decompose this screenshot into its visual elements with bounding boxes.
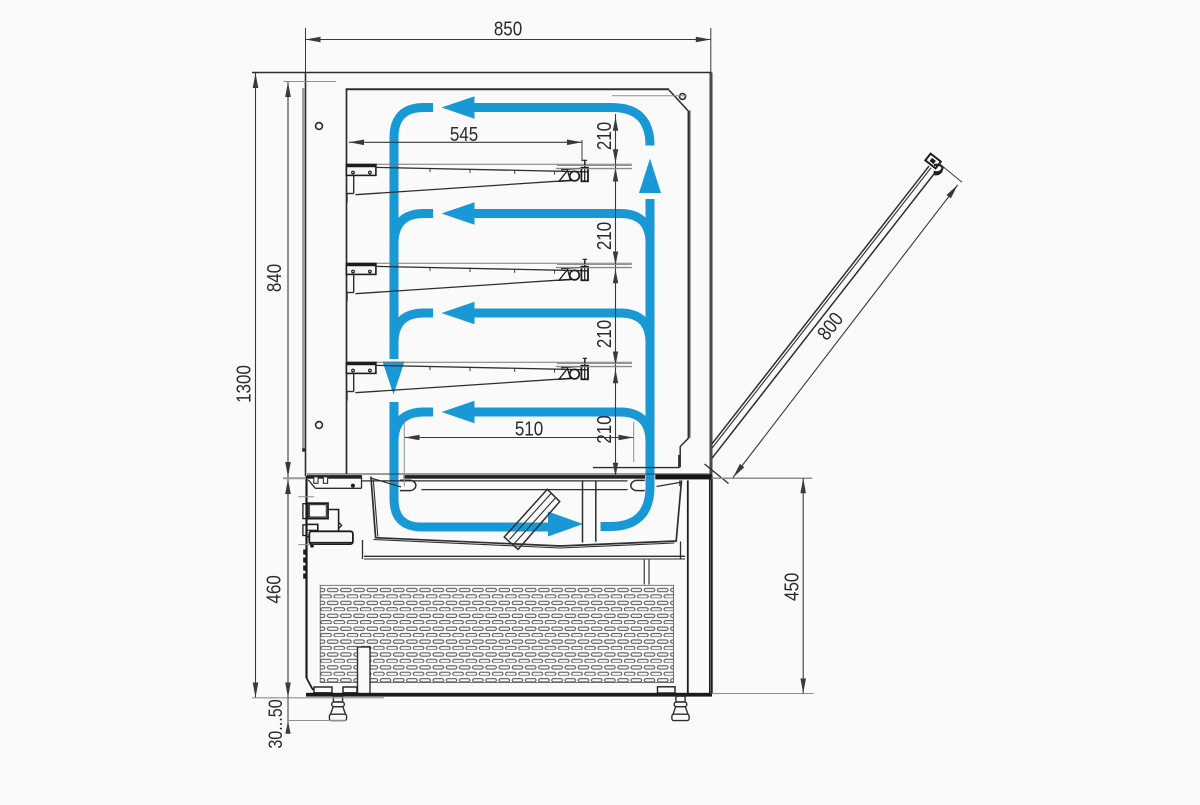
svg-text:450: 450: [780, 573, 803, 601]
svg-text:1300: 1300: [232, 365, 255, 403]
svg-text:210: 210: [593, 222, 616, 250]
svg-text:210: 210: [593, 122, 616, 150]
svg-text:850: 850: [494, 17, 522, 40]
svg-text:210: 210: [593, 320, 616, 348]
svg-text:545: 545: [450, 123, 478, 146]
svg-text:30...50: 30...50: [265, 699, 287, 749]
svg-text:510: 510: [515, 417, 543, 440]
svg-text:460: 460: [262, 575, 285, 603]
svg-text:210: 210: [593, 415, 616, 443]
svg-text:840: 840: [263, 264, 286, 292]
